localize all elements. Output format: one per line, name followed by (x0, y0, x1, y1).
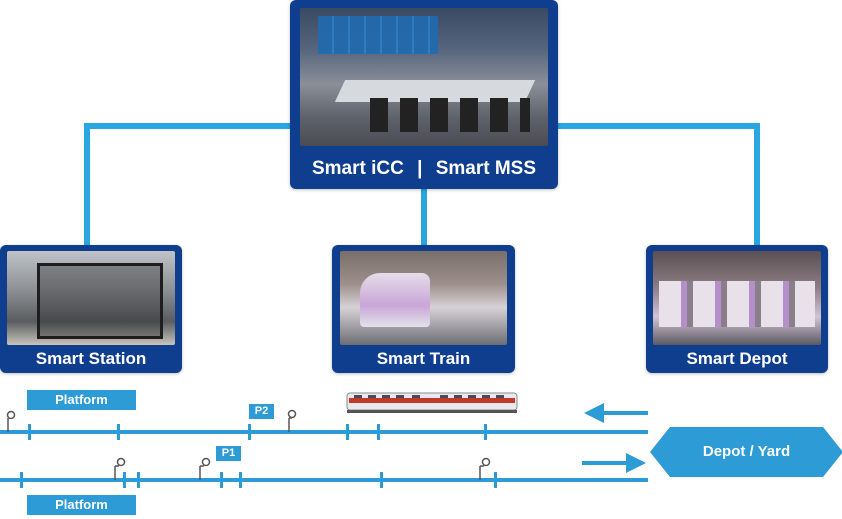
chairs (370, 98, 530, 132)
upper-tick (117, 424, 120, 440)
smart-icc-mss-card: Smart iCC | Smart MSS (290, 0, 558, 189)
p2-label: P2 (249, 404, 274, 419)
smart-station-label: Smart Station (35, 349, 147, 368)
lower-tick (380, 472, 383, 488)
train-front (360, 273, 430, 327)
platform-bottom-label: Platform (27, 495, 136, 515)
lower-tick (123, 472, 126, 488)
lower-tick (239, 472, 242, 488)
glass-partition (37, 263, 163, 339)
station-photo (7, 251, 175, 345)
video-wall (318, 16, 438, 54)
train-icon (346, 392, 518, 413)
upper-tick (346, 424, 349, 440)
signal-icon (287, 409, 297, 432)
train-photo (340, 251, 507, 345)
lower-tick (220, 472, 223, 488)
upper-tick (377, 424, 380, 440)
smart-depot-card: Smart Depot (646, 245, 828, 373)
control-center-photo (300, 8, 548, 146)
connector-top-horizontal-right (548, 123, 760, 129)
connector-center-vertical (421, 186, 427, 248)
depot-yard-shape (650, 427, 842, 477)
smart-station-card: Smart Station (0, 245, 182, 373)
center-title: Smart iCC | Smart MSS (290, 158, 558, 180)
upper-tick (28, 424, 31, 440)
smart-train-card: Smart Train (332, 245, 515, 373)
lower-tick (137, 472, 140, 488)
lower-tick (20, 472, 23, 488)
depot-yard-label: Depot / Yard (702, 443, 791, 460)
platform-top-label: Platform (27, 390, 136, 410)
arrow-left-icon (584, 403, 648, 423)
upper-tick (248, 424, 251, 440)
title-separator: | (417, 158, 423, 179)
connector-left-vertical (84, 123, 90, 248)
smart-train-label: Smart Train (376, 349, 471, 368)
signal-icon (479, 457, 491, 480)
connector-top-horizontal-left (84, 123, 304, 129)
smart-mss-label: Smart MSS (435, 158, 537, 179)
depot-photo (653, 251, 821, 345)
signal-icon (199, 457, 211, 480)
lower-tick (494, 472, 497, 488)
smart-depot-label: Smart Depot (686, 349, 788, 368)
smart-icc-label: Smart iCC (311, 158, 404, 179)
p1-label: P1 (216, 446, 241, 461)
depot-trains (659, 281, 815, 327)
upper-track (0, 430, 648, 434)
lower-track (0, 478, 648, 482)
signal-icon (114, 457, 126, 480)
upper-tick (484, 424, 487, 440)
connector-right-vertical (754, 123, 760, 248)
signal-icon (6, 410, 16, 432)
arrow-right-icon (582, 453, 646, 473)
